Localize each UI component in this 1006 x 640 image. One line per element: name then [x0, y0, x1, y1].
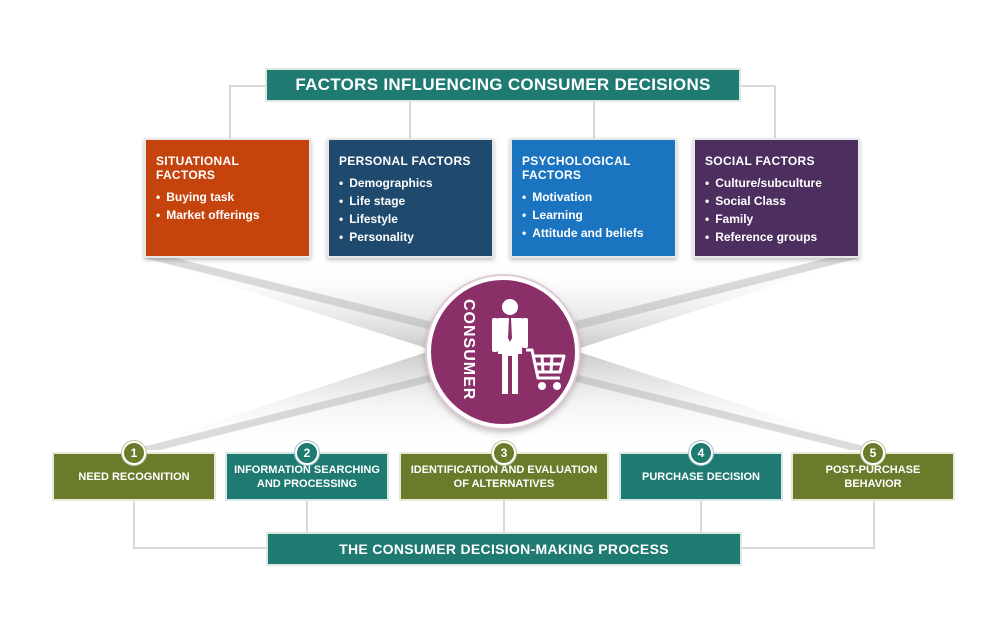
factor-title: SITUATIONAL FACTORS [156, 154, 239, 182]
factor-item: Social Class [705, 192, 848, 210]
factor-title: PSYCHOLOGICAL FACTORS [522, 154, 631, 182]
factor-item: Lifestyle [339, 210, 482, 228]
psychological-factors-box: PSYCHOLOGICAL FACTORS Motivation Learnin… [510, 138, 677, 258]
factor-item: Market offerings [156, 206, 299, 224]
step-number-badge: 3 [492, 441, 516, 465]
step-post-purchase-behavior: POST-PURCHASE BEHAVIOR [791, 452, 955, 501]
factor-item: Buying task [156, 188, 299, 206]
shopper-with-cart-icon [492, 299, 566, 394]
social-factors-box: SOCIAL FACTORS Culture/subculture Social… [693, 138, 860, 258]
step-number-badge: 4 [689, 441, 713, 465]
consumer-label: CONSUMER [460, 299, 477, 401]
factor-item: Personality [339, 228, 482, 246]
bottom-bracket [133, 501, 875, 549]
factor-title: PERSONAL FACTORS [339, 154, 471, 168]
factor-item: Attitude and beliefs [522, 224, 665, 242]
factor-item: Motivation [522, 188, 665, 206]
factor-item: Learning [522, 206, 665, 224]
factor-item: Family [705, 210, 848, 228]
factor-item: Reference groups [705, 228, 848, 246]
process-title-banner: THE CONSUMER DECISION-MAKING PROCESS [266, 532, 742, 566]
step-number-badge: 1 [122, 441, 146, 465]
step-number-badge: 2 [295, 441, 319, 465]
personal-factors-box: PERSONAL FACTORS Demographics Life stage… [327, 138, 494, 258]
situational-factors-box: SITUATIONAL FACTORS Buying task Market o… [144, 138, 311, 258]
factor-item: Culture/subculture [705, 174, 848, 192]
top-bracket [229, 85, 776, 138]
step-number-badge: 5 [861, 441, 885, 465]
factor-title: SOCIAL FACTORS [705, 154, 815, 168]
factors-title-banner: FACTORS INFLUENCING CONSUMER DECISIONS [265, 68, 741, 102]
factor-item: Demographics [339, 174, 482, 192]
factor-item: Life stage [339, 192, 482, 210]
